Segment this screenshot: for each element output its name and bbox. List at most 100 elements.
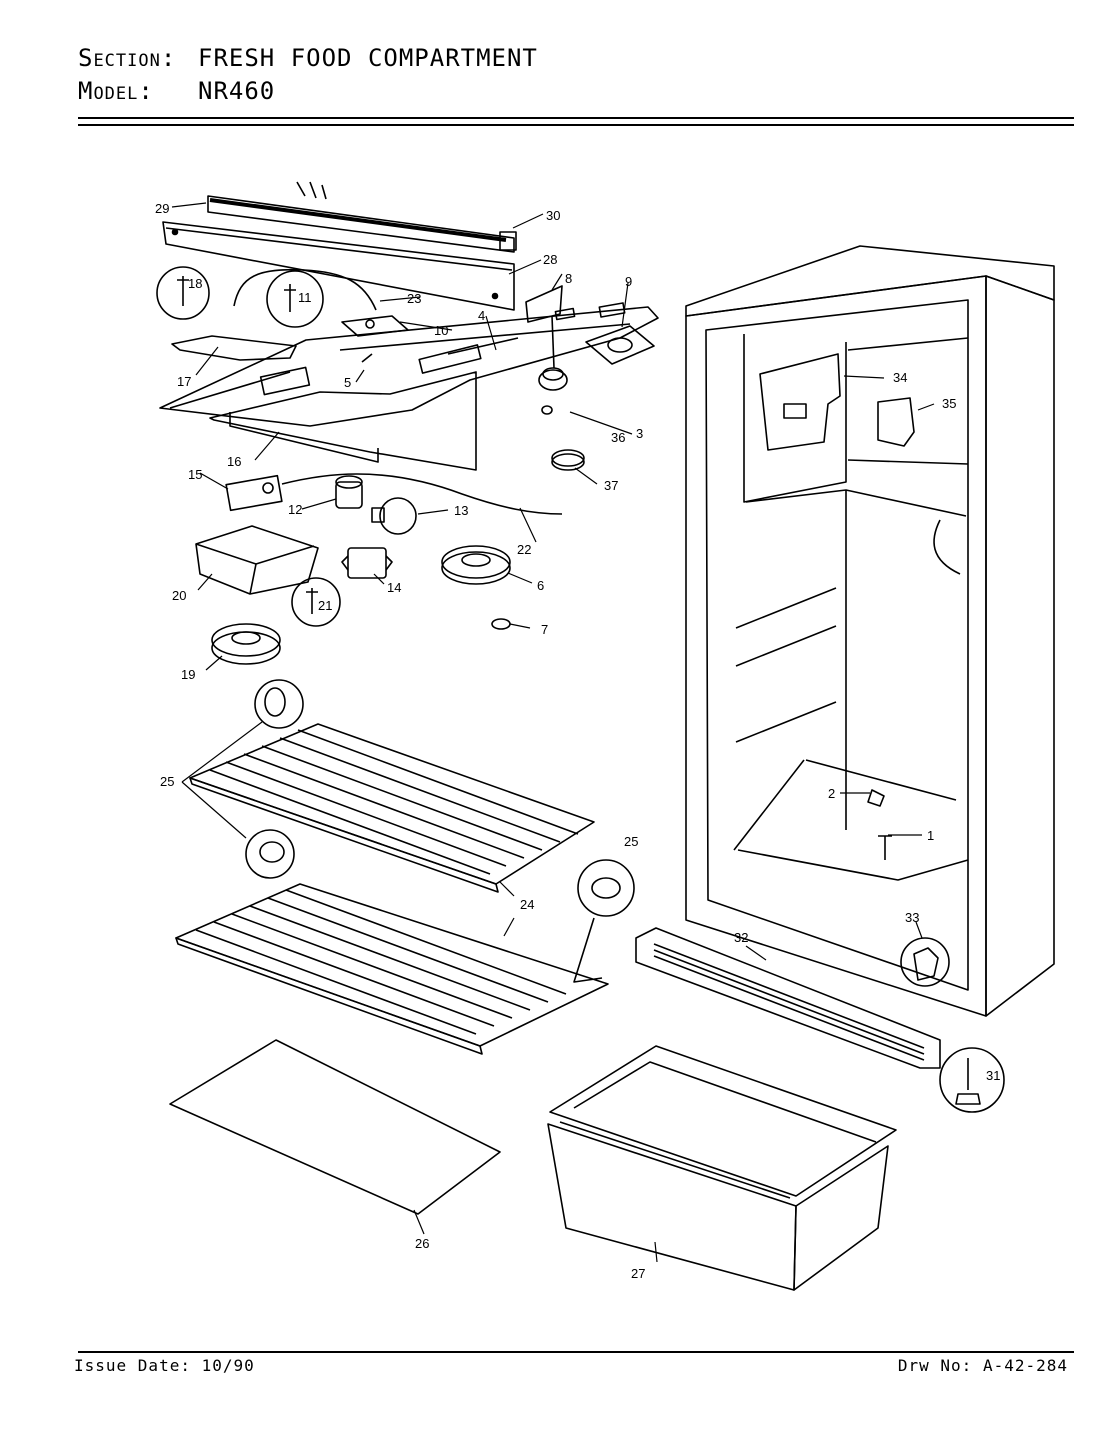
callout-34: 34 xyxy=(893,370,907,385)
callout-6: 6 xyxy=(537,578,544,593)
shelf-end-cap-upper xyxy=(264,687,286,717)
callout-15: 15 xyxy=(188,467,202,482)
callout-11: 11 xyxy=(298,290,312,305)
ring-37-top xyxy=(551,449,585,467)
callout-31: 31 xyxy=(986,1068,1000,1083)
callout-23: 23 xyxy=(407,291,421,306)
clip-2-part xyxy=(867,789,885,807)
callout-30: 30 xyxy=(546,208,560,223)
header-rule-bottom xyxy=(78,124,1074,126)
control-knob-8-part xyxy=(525,285,568,391)
harness-23-wire xyxy=(233,268,377,311)
leader-lines xyxy=(171,202,935,1263)
light-shield-part xyxy=(207,181,517,253)
detail-circle-25-middle xyxy=(245,829,295,879)
shelf-upper-part xyxy=(189,723,595,893)
model-key: Model: xyxy=(78,77,154,105)
callout-25-left: 25 xyxy=(160,774,174,789)
callout-16: 16 xyxy=(227,454,241,469)
callout-12: 12 xyxy=(288,502,302,517)
detail-circle-25-right xyxy=(577,859,635,917)
callout-2: 2 xyxy=(828,786,835,801)
diffuser-housing-part xyxy=(159,302,659,471)
callout-37: 37 xyxy=(604,478,618,493)
detail-21-screw xyxy=(306,588,318,614)
callout-7: 7 xyxy=(541,622,548,637)
model-value: NR460 xyxy=(198,77,276,105)
callout-5: 5 xyxy=(344,375,351,390)
damper-9-part xyxy=(585,325,655,365)
callout-13: 13 xyxy=(454,503,468,518)
callout-3: 3 xyxy=(636,426,643,441)
shelf-end-cap-right xyxy=(591,877,621,899)
bracket-10-part xyxy=(341,315,409,337)
knob-6-part xyxy=(441,545,511,585)
hinge-35-part xyxy=(877,397,915,447)
bracket-34-part xyxy=(759,353,841,451)
detail-11-screw xyxy=(284,284,296,312)
refrigerator-cabinet xyxy=(685,245,1055,1017)
ring-37-part xyxy=(551,453,585,471)
callout-21: 21 xyxy=(318,598,332,613)
header-rule-top xyxy=(78,117,1074,119)
callout-26: 26 xyxy=(415,1236,429,1251)
shelf-end-cap-middle xyxy=(259,841,285,863)
callout-17: 17 xyxy=(177,374,191,389)
detail-circle-11 xyxy=(266,270,324,328)
shelf-lower-part xyxy=(175,883,609,1055)
callout-25-right: 25 xyxy=(624,834,638,849)
detail-circle-25-upper xyxy=(254,679,304,729)
bracket-34-slot xyxy=(783,403,807,419)
detail-33-clip xyxy=(913,947,939,981)
section-value: FRESH FOOD COMPARTMENT xyxy=(198,44,538,72)
callout-33: 33 xyxy=(905,910,919,925)
detail-circle-18 xyxy=(156,266,210,320)
trim-strip-part xyxy=(162,221,515,311)
detail-31-leveling-leg xyxy=(955,1058,981,1105)
callout-32: 32 xyxy=(734,930,748,945)
detail-18-screw xyxy=(177,276,189,306)
detail-circle-33 xyxy=(900,937,950,987)
detail-circle-31 xyxy=(939,1047,1005,1113)
callout-28: 28 xyxy=(543,252,557,267)
callout-22: 22 xyxy=(517,542,531,557)
callout-9: 9 xyxy=(625,274,632,289)
detail-circle-21 xyxy=(291,577,341,627)
callout-8: 8 xyxy=(565,271,572,286)
drawing-number: Drw No: A-42-284 xyxy=(897,1356,1068,1375)
callout-14: 14 xyxy=(387,580,401,595)
callout-1: 1 xyxy=(927,828,934,843)
box-20-part xyxy=(195,525,319,595)
screw-5-part xyxy=(361,353,373,363)
callout-19: 19 xyxy=(181,667,195,682)
knob-19-part xyxy=(211,623,281,665)
crisper-drawer-part xyxy=(547,1045,897,1291)
bracket-17-part xyxy=(171,335,297,361)
relay-14-part xyxy=(341,547,393,579)
model-heading: Model: NR460 xyxy=(78,77,275,105)
grille-32-part xyxy=(635,927,941,1069)
sensor-4-wire xyxy=(447,337,519,355)
crisper-cover-part xyxy=(169,1039,501,1215)
section-heading: Section: FRESH FOOD COMPARTMENT xyxy=(78,44,538,72)
issue-date: Issue Date: 10/90 xyxy=(74,1356,255,1375)
thermostat-15-part xyxy=(225,473,563,515)
callout-24: 24 xyxy=(520,897,534,912)
callout-36: 36 xyxy=(611,430,625,445)
bulb-13-part xyxy=(371,497,417,535)
screw-1-part xyxy=(878,835,892,860)
callout-4: 4 xyxy=(478,308,485,323)
footer-rule xyxy=(78,1351,1074,1353)
detail-25-pointer xyxy=(573,917,603,983)
callout-35: 35 xyxy=(942,396,956,411)
callout-29: 29 xyxy=(155,201,169,216)
clip-36-part xyxy=(541,405,553,415)
callout-10: 10 xyxy=(434,323,448,338)
section-key: Section: xyxy=(78,44,177,72)
spring-7-part xyxy=(491,618,511,630)
callout-20: 20 xyxy=(172,588,186,603)
callout-18: 18 xyxy=(188,276,202,291)
socket-12-part xyxy=(335,475,363,509)
callout-27: 27 xyxy=(631,1266,645,1281)
